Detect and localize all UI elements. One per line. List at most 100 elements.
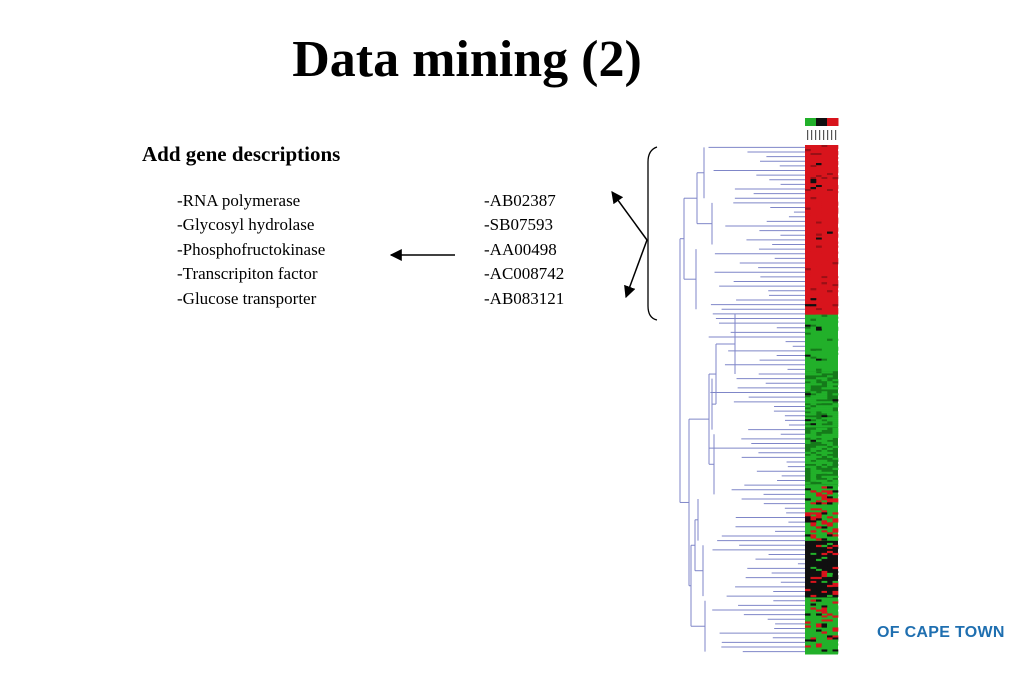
heatmap-cell: [821, 298, 828, 301]
heatmap-cell: [832, 520, 839, 523]
heatmap-cell: [816, 435, 822, 438]
heatmap-cell: [832, 227, 839, 230]
heatmap-cell: [810, 512, 817, 515]
heatmap-cell: [821, 437, 828, 440]
heatmap-cell: [827, 455, 833, 458]
heatmap-cell: [827, 500, 833, 503]
heatmap-cell: [810, 544, 817, 548]
heatmap-cell: [805, 298, 811, 301]
heatmap-cell: [821, 326, 828, 329]
heatmap-cell: [832, 260, 839, 263]
heatmap-cell: [821, 324, 828, 327]
color-scale-swatch: [805, 118, 811, 126]
heatmap-cell: [821, 177, 828, 180]
heatmap-cell: [821, 300, 828, 303]
heatmap-cell: [827, 627, 833, 630]
heatmap-cell: [810, 235, 817, 238]
heatmap-cell: [805, 292, 811, 295]
heatmap-cell: [832, 615, 839, 618]
cluster-arrow-lower: [624, 239, 648, 299]
heatmap-cell: [816, 364, 822, 367]
heatmap-cell: [821, 475, 828, 478]
heatmap-cell: [832, 203, 839, 206]
heatmap-cell: [816, 251, 822, 254]
heatmap-cell: [816, 609, 822, 612]
heatmap-cell: [821, 582, 828, 586]
heatmap-cell: [827, 352, 833, 355]
heatmap-cell: [827, 334, 833, 337]
heatmap-cell: [821, 243, 828, 246]
heatmap-cell: [810, 486, 817, 489]
heatmap-cell: [805, 294, 811, 297]
heatmap-cell: [805, 465, 811, 468]
heatmap-cell: [805, 258, 811, 261]
heatmap-cell: [805, 481, 811, 484]
heatmap-cell: [821, 288, 828, 291]
heatmap-cell: [816, 213, 822, 216]
heatmap-cell: [805, 641, 811, 644]
heatmap-cell: [816, 407, 822, 410]
heatmap-cell: [805, 262, 811, 265]
heatmap-cell: [805, 237, 811, 240]
heatmap-cell: [810, 362, 817, 365]
heatmap-cell: [805, 227, 811, 230]
heatmap-cell: [805, 338, 811, 341]
heatmap-cell: [816, 358, 822, 361]
heatmap-cell: [810, 560, 817, 564]
heatmap-cell: [821, 427, 828, 430]
heatmap-cell: [832, 576, 839, 580]
heatmap-cell: [827, 211, 833, 214]
heatmap-cell: [832, 241, 839, 244]
heatmap-cell: [832, 304, 839, 307]
column-label-mark: [827, 130, 829, 140]
heatmap-cell: [827, 534, 833, 537]
heatmap-cell: [810, 229, 817, 232]
heatmap-cell: [816, 312, 822, 315]
heatmap-cell: [821, 197, 828, 200]
heatmap-cell: [827, 169, 833, 172]
heatmap-cell: [805, 264, 811, 267]
heatmap-cell: [810, 534, 817, 537]
heatmap-cell: [821, 556, 828, 560]
heatmap-cell: [821, 605, 828, 608]
heatmap-cell: [827, 506, 833, 509]
heatmap-cell: [810, 356, 817, 359]
heatmap-cell: [827, 413, 833, 416]
heatmap-cell: [832, 219, 839, 222]
heatmap-cell: [805, 554, 811, 558]
heatmap-cell: [810, 566, 817, 570]
heatmap-cell: [816, 510, 822, 513]
heatmap-cell: [821, 377, 828, 380]
heatmap-cell: [821, 342, 828, 345]
heatmap-cell: [805, 276, 811, 279]
heatmap-cell: [816, 409, 822, 412]
heatmap-cell: [827, 157, 833, 160]
heatmap-cell: [805, 371, 811, 374]
heatmap-cell: [832, 605, 839, 608]
accession-id-item: -AB083121: [484, 288, 565, 308]
heatmap-cell: [805, 520, 811, 523]
heatmap-cell: [832, 282, 839, 285]
heatmap-cell: [816, 191, 822, 194]
heatmap-cell: [810, 304, 817, 307]
heatmap-cell: [832, 187, 839, 190]
heatmap-cell: [832, 580, 839, 584]
heatmap-cell: [832, 494, 839, 497]
heatmap-cell: [816, 189, 822, 192]
heatmap-cell: [816, 205, 822, 208]
heatmap-cell: [805, 504, 811, 507]
heatmap-cell: [821, 294, 828, 297]
color-scale-swatch: [810, 118, 817, 126]
heatmap-cell: [827, 270, 833, 273]
heatmap-cell: [832, 566, 839, 570]
heatmap-cell: [805, 195, 811, 198]
heatmap-cell: [816, 427, 822, 430]
column-label-mark: [807, 130, 809, 140]
heatmap-cell: [816, 264, 822, 267]
heatmap-cell: [810, 597, 817, 600]
heatmap-cell: [810, 181, 817, 184]
heatmap-cell: [805, 387, 811, 390]
heatmap-cell: [805, 639, 811, 642]
heatmap-cell: [810, 368, 817, 371]
